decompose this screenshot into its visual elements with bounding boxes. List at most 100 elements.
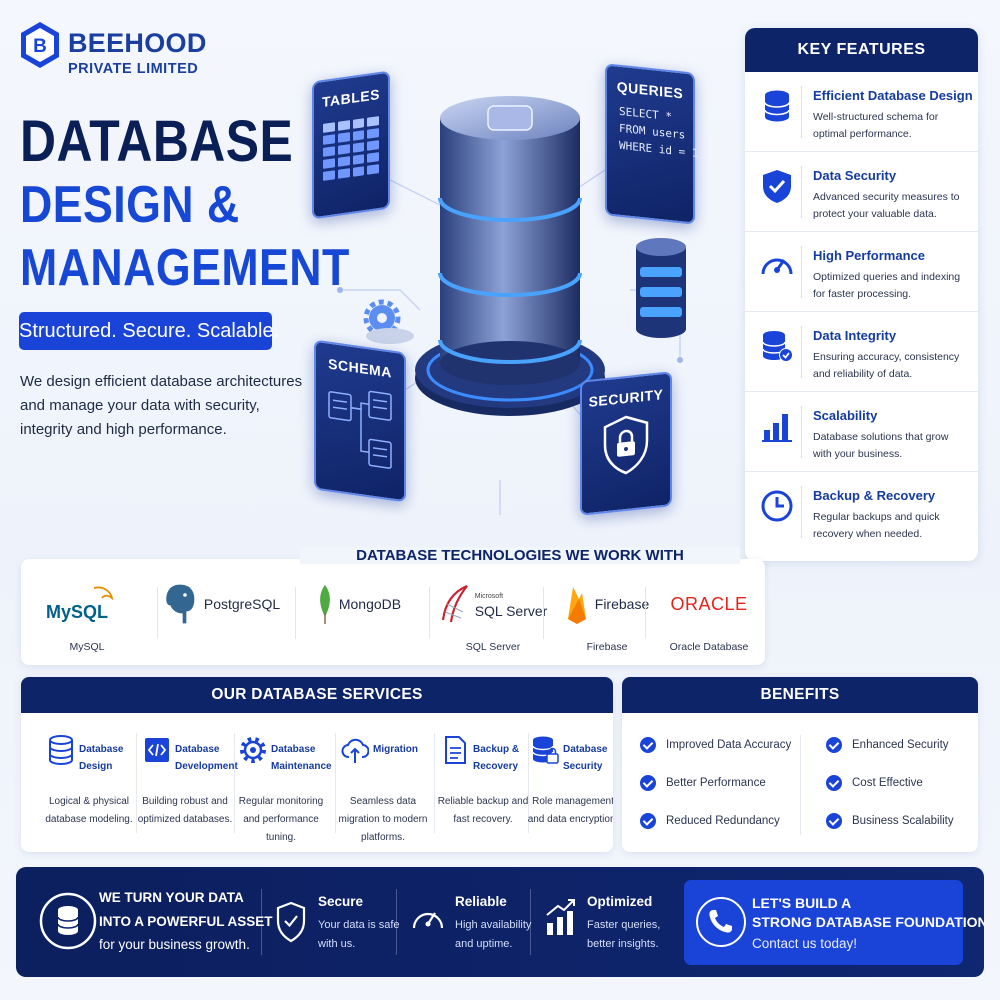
sql-server-title: SQL Server bbox=[474, 603, 548, 619]
firebase-wordmark: Firebase bbox=[594, 596, 650, 612]
service-title: Migration bbox=[373, 744, 418, 755]
leaf-icon bbox=[319, 585, 330, 624]
cta-line-3: Contact us today! bbox=[752, 936, 858, 951]
benefit-label: Improved Data Accuracy bbox=[666, 739, 792, 751]
brand-name: BEEHOOD bbox=[68, 28, 207, 58]
service-database-security: Database Security Role management and da… bbox=[521, 725, 613, 845]
check-circle-icon bbox=[826, 737, 842, 753]
database-icon bbox=[764, 90, 790, 122]
benefit-item: Reduced Redundancy bbox=[640, 811, 780, 831]
tech-oracle: ORACLE Oracle Database bbox=[645, 581, 769, 659]
cta-line-1: LET'S BUILD A bbox=[752, 895, 852, 911]
mysql-logo: MySQL bbox=[27, 581, 147, 627]
shield-check-icon bbox=[276, 901, 306, 943]
database-icon bbox=[49, 735, 73, 765]
feature-desc: Ensuring accuracy, consistency and relia… bbox=[813, 351, 960, 380]
feature-desc: Well-structured schema for optimal perfo… bbox=[813, 111, 939, 140]
gears-icon bbox=[363, 299, 414, 344]
tech-label: Firebase bbox=[586, 641, 628, 653]
service-desc: Logical & physical database modeling. bbox=[45, 796, 133, 825]
code-icon bbox=[145, 738, 169, 762]
feature-title: Backup & Recovery bbox=[813, 488, 936, 503]
brand-subtitle: PRIVATE LIMITED bbox=[68, 61, 199, 77]
footer-secure-desc-2: with us. bbox=[318, 938, 356, 950]
svg-text:B: B bbox=[33, 36, 47, 57]
benefit-label: Reduced Redundancy bbox=[666, 815, 780, 827]
postgresql-logo: PostgreSQL bbox=[161, 581, 281, 627]
footer-optimized-desc-1: Faster queries, bbox=[587, 919, 661, 931]
key-features-card: KEY FEATURES Efficient Database Design W… bbox=[745, 28, 978, 561]
feature-desc: Regular backups and quick recovery when … bbox=[813, 511, 940, 540]
tech-label: MySQL bbox=[69, 641, 105, 653]
tech-firebase: Firebase Firebase bbox=[543, 581, 667, 659]
check-circle-icon bbox=[826, 775, 842, 791]
sql-server-wordmark: Microsoft SQL Server bbox=[475, 590, 548, 618]
service-desc: Reliable backup and fast recovery. bbox=[437, 796, 529, 825]
footer-secure-title: Secure bbox=[318, 894, 364, 909]
database-circle-icon bbox=[39, 892, 97, 950]
document-icon bbox=[445, 736, 466, 764]
table-grid-icon bbox=[323, 116, 379, 181]
speedometer-icon bbox=[412, 912, 444, 929]
contact-cta-button[interactable]: LET'S BUILD A STRONG DATABASE FOUNDATION… bbox=[684, 880, 984, 965]
footer-main-line-2: INTO A POWERFUL ASSET bbox=[99, 914, 273, 929]
benefit-label: Enhanced Security bbox=[852, 739, 949, 751]
service-title: Database Design bbox=[79, 744, 124, 772]
footer-reliable-desc-2: and uptime. bbox=[455, 938, 513, 950]
footer-secure-desc-1: Your data is safe bbox=[318, 919, 400, 931]
benefits-card: BENEFITS Improved Data Accuracy Better P… bbox=[622, 677, 978, 852]
service-title: Database Development bbox=[175, 744, 238, 772]
svg-text:MySQL: MySQL bbox=[46, 602, 108, 622]
tech-mysql: MySQL MySQL bbox=[27, 581, 147, 659]
benefit-item: Improved Data Accuracy bbox=[640, 735, 791, 755]
database-lock-icon bbox=[532, 736, 559, 764]
dolphin-icon: MySQL bbox=[46, 586, 114, 622]
tables-label: TABLES bbox=[322, 85, 380, 111]
check-circle-icon bbox=[640, 813, 656, 829]
key-features-title: KEY FEATURES bbox=[745, 28, 978, 72]
footer-main-line-1: WE TURN YOUR DATA bbox=[99, 890, 244, 905]
oracle-wordmark: ORACLE bbox=[670, 593, 748, 614]
elephant-icon bbox=[164, 583, 196, 625]
benefit-item: Enhanced Security bbox=[826, 735, 949, 755]
feature-high-performance: High Performance Optimized queries and i… bbox=[745, 232, 978, 312]
microsoft-label: Microsoft bbox=[474, 593, 504, 600]
service-desc: Role management and data encryption. bbox=[527, 796, 613, 825]
technologies-title: DATABASE TECHNOLOGIES WE WORK WITH bbox=[300, 547, 740, 564]
schema-diagram-icon bbox=[328, 390, 392, 469]
footer-main-line-3: for your business growth. bbox=[99, 937, 250, 952]
feature-desc: Optimized queries and indexing for faste… bbox=[813, 271, 961, 300]
postgresql-wordmark: PostgreSQL bbox=[203, 596, 281, 612]
bar-chart-icon bbox=[762, 414, 792, 442]
benefit-item: Cost Effective bbox=[826, 773, 923, 793]
security-label: SECURITY bbox=[588, 386, 664, 410]
feature-efficient-design: Efficient Database Design Well-structure… bbox=[745, 72, 978, 152]
service-title: Database Security bbox=[563, 744, 608, 772]
feature-title: Scalability bbox=[813, 408, 878, 423]
tech-sql-server: Microsoft SQL Server SQL Server bbox=[429, 581, 553, 659]
brand-logo[interactable]: B BEEHOOD PRIVATE LIMITED bbox=[18, 20, 298, 90]
schema-label: SCHEMA bbox=[328, 355, 392, 381]
technologies-card: MySQL MySQL PostgreSQL MongoDB bbox=[21, 559, 765, 665]
benefits-title: BENEFITS bbox=[622, 677, 978, 713]
benefit-label: Cost Effective bbox=[852, 777, 923, 789]
service-migration: Migration Seamless data migration to mod… bbox=[331, 725, 427, 845]
phone-icon bbox=[696, 897, 746, 947]
sql-server-icon bbox=[441, 584, 468, 623]
firebase-logo: Firebase bbox=[547, 581, 667, 627]
small-database-icon bbox=[636, 238, 686, 338]
benefit-item: Business Scalability bbox=[826, 811, 954, 831]
schema-panel: SCHEMA bbox=[314, 339, 406, 503]
service-title: Database Maintenance bbox=[271, 744, 332, 772]
benefit-item: Better Performance bbox=[640, 773, 766, 793]
growth-chart-icon bbox=[546, 899, 575, 935]
database-check-icon bbox=[762, 331, 793, 362]
feature-title: Data Integrity bbox=[813, 328, 897, 343]
query-code: SELECT * FROM users WHERE id = 1; bbox=[619, 104, 706, 161]
feature-title: High Performance bbox=[813, 248, 925, 263]
footer-optimized-desc-2: better insights. bbox=[587, 938, 659, 950]
sql-server-logo: Microsoft SQL Server bbox=[433, 581, 553, 627]
queries-panel: QUERIES SELECT * FROM users WHERE id = 1… bbox=[605, 63, 706, 225]
clock-icon bbox=[761, 490, 793, 522]
feature-backup-recovery: Backup & Recovery Regular backups and qu… bbox=[745, 472, 978, 552]
